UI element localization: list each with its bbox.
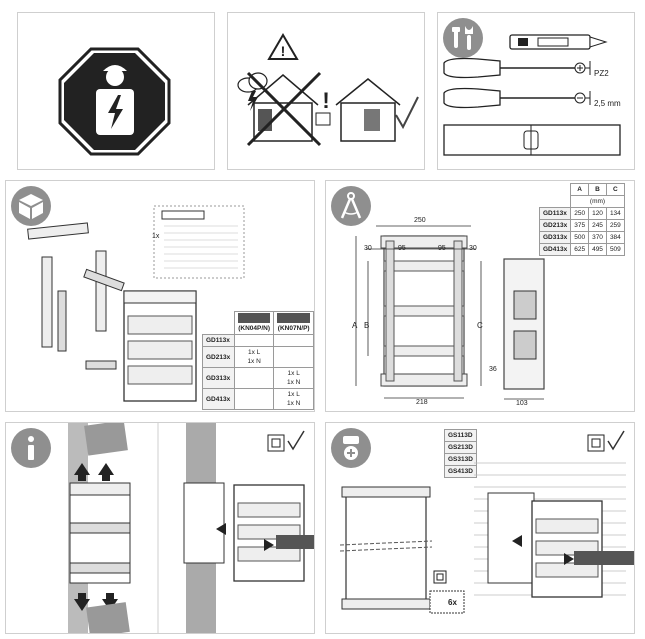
power-off-instruction-icon: ! ! <box>237 33 419 147</box>
label-c: C <box>477 321 483 330</box>
wrench-screwdriver-icon <box>452 26 473 50</box>
row-kn07 <box>273 334 314 347</box>
label-95-a: 95 <box>398 245 406 252</box>
table-row: GD413x 1x L 1x N <box>202 388 314 410</box>
tools-badge <box>443 18 483 58</box>
screws-quantity: 6x <box>448 598 457 607</box>
info-icon <box>28 436 34 460</box>
row-kn04 <box>233 367 275 389</box>
label-a: A <box>352 321 358 330</box>
mounting-model: GS413D <box>444 465 477 478</box>
table-row: GD213x 1x L 1x N <box>202 346 314 368</box>
panel-electrician <box>17 12 215 170</box>
electrician-warning-icon <box>58 47 171 156</box>
table-row: GD113x <box>202 334 314 347</box>
panel-contents: 1x (KN04P/N) (KN07N/P) GD113x GD213x 1x … <box>5 180 315 412</box>
row-kn07: 1x L 1x N <box>273 367 314 389</box>
label-95-b: 95 <box>438 245 446 252</box>
label-30-right: 30 <box>469 245 477 252</box>
dim-c: 509 <box>605 243 625 256</box>
module-kn07: (KN07N/P) <box>273 311 314 335</box>
contents-corner <box>203 312 235 335</box>
label-b: B <box>364 321 370 330</box>
label-250: 250 <box>414 217 426 224</box>
contents-table: (KN04P/N) (KN07N/P) GD113x GD213x 1x L 1… <box>202 311 314 410</box>
mounting-badge <box>331 428 371 468</box>
tools-drawing <box>443 34 621 156</box>
row-model: GD113x <box>202 334 235 347</box>
compass-icon <box>340 192 362 219</box>
info-badge <box>11 428 51 468</box>
pz2-label: PZ2 <box>594 69 609 78</box>
row-kn07 <box>273 346 314 368</box>
svg-text:!: ! <box>281 43 286 59</box>
assembly-drawing <box>68 423 314 633</box>
dimensions-table: A B C (mm) GD113x 250 120 134 GD213x 375… <box>538 183 625 256</box>
row-kn07: 1x L 1x N <box>273 388 314 410</box>
panel-dimensions: A B C (mm) GD113x 250 120 134 GD213x 375… <box>325 180 635 412</box>
contents-drawing <box>27 205 245 402</box>
row-model: GD213x <box>202 346 235 368</box>
panel-power-off: ! ! <box>227 12 425 170</box>
label-30-left: 30 <box>364 245 372 252</box>
mounting-drawing <box>339 430 634 614</box>
mounting-model: GS313D <box>444 453 477 466</box>
table-row: GS413D <box>444 465 477 478</box>
dim-header-c: C <box>605 183 625 196</box>
row-kn04 <box>233 388 275 410</box>
table-row: GS113D <box>444 429 477 442</box>
label-36: 36 <box>489 366 497 373</box>
row-model: GD313x <box>202 367 235 389</box>
dimension-drawing <box>355 225 545 400</box>
panel-assembly-info <box>5 422 315 634</box>
contents-badge <box>11 186 51 226</box>
row-kn04 <box>233 334 275 347</box>
panel-mounting: GS113D GS213D GS313D GS413D <box>325 422 635 634</box>
box-icon <box>19 194 43 219</box>
label-103: 103 <box>516 400 528 407</box>
sheet-quantity: 1x <box>152 233 160 240</box>
blade-size-label: 2,5 mm <box>594 99 621 108</box>
panel-tools: PZ2 2,5 mm <box>437 12 635 170</box>
svg-text:!: ! <box>322 88 329 113</box>
mounting-plus-icon <box>343 436 359 460</box>
table-row: GD413x 625 495 509 <box>538 243 625 256</box>
row-kn04: 1x L 1x N <box>233 346 275 368</box>
mounting-model: GS213D <box>444 441 477 454</box>
dimensions-badge <box>331 186 371 226</box>
row-model: GD413x <box>202 388 235 410</box>
mounting-model-table: GS113D GS213D GS313D GS413D <box>444 429 477 478</box>
label-218: 218 <box>416 399 428 406</box>
table-row: GD313x 500 370 384 <box>538 231 625 244</box>
table-row: GD213x 375 245 259 <box>538 219 625 232</box>
dim-model: GD413x <box>538 243 572 256</box>
table-row: GS213D <box>444 441 477 454</box>
table-row: GD313x 1x L 1x N <box>202 367 314 389</box>
table-row: GS313D <box>444 453 477 466</box>
module-kn04: (KN04P/N) <box>233 311 275 335</box>
mounting-model: GS113D <box>444 429 477 442</box>
